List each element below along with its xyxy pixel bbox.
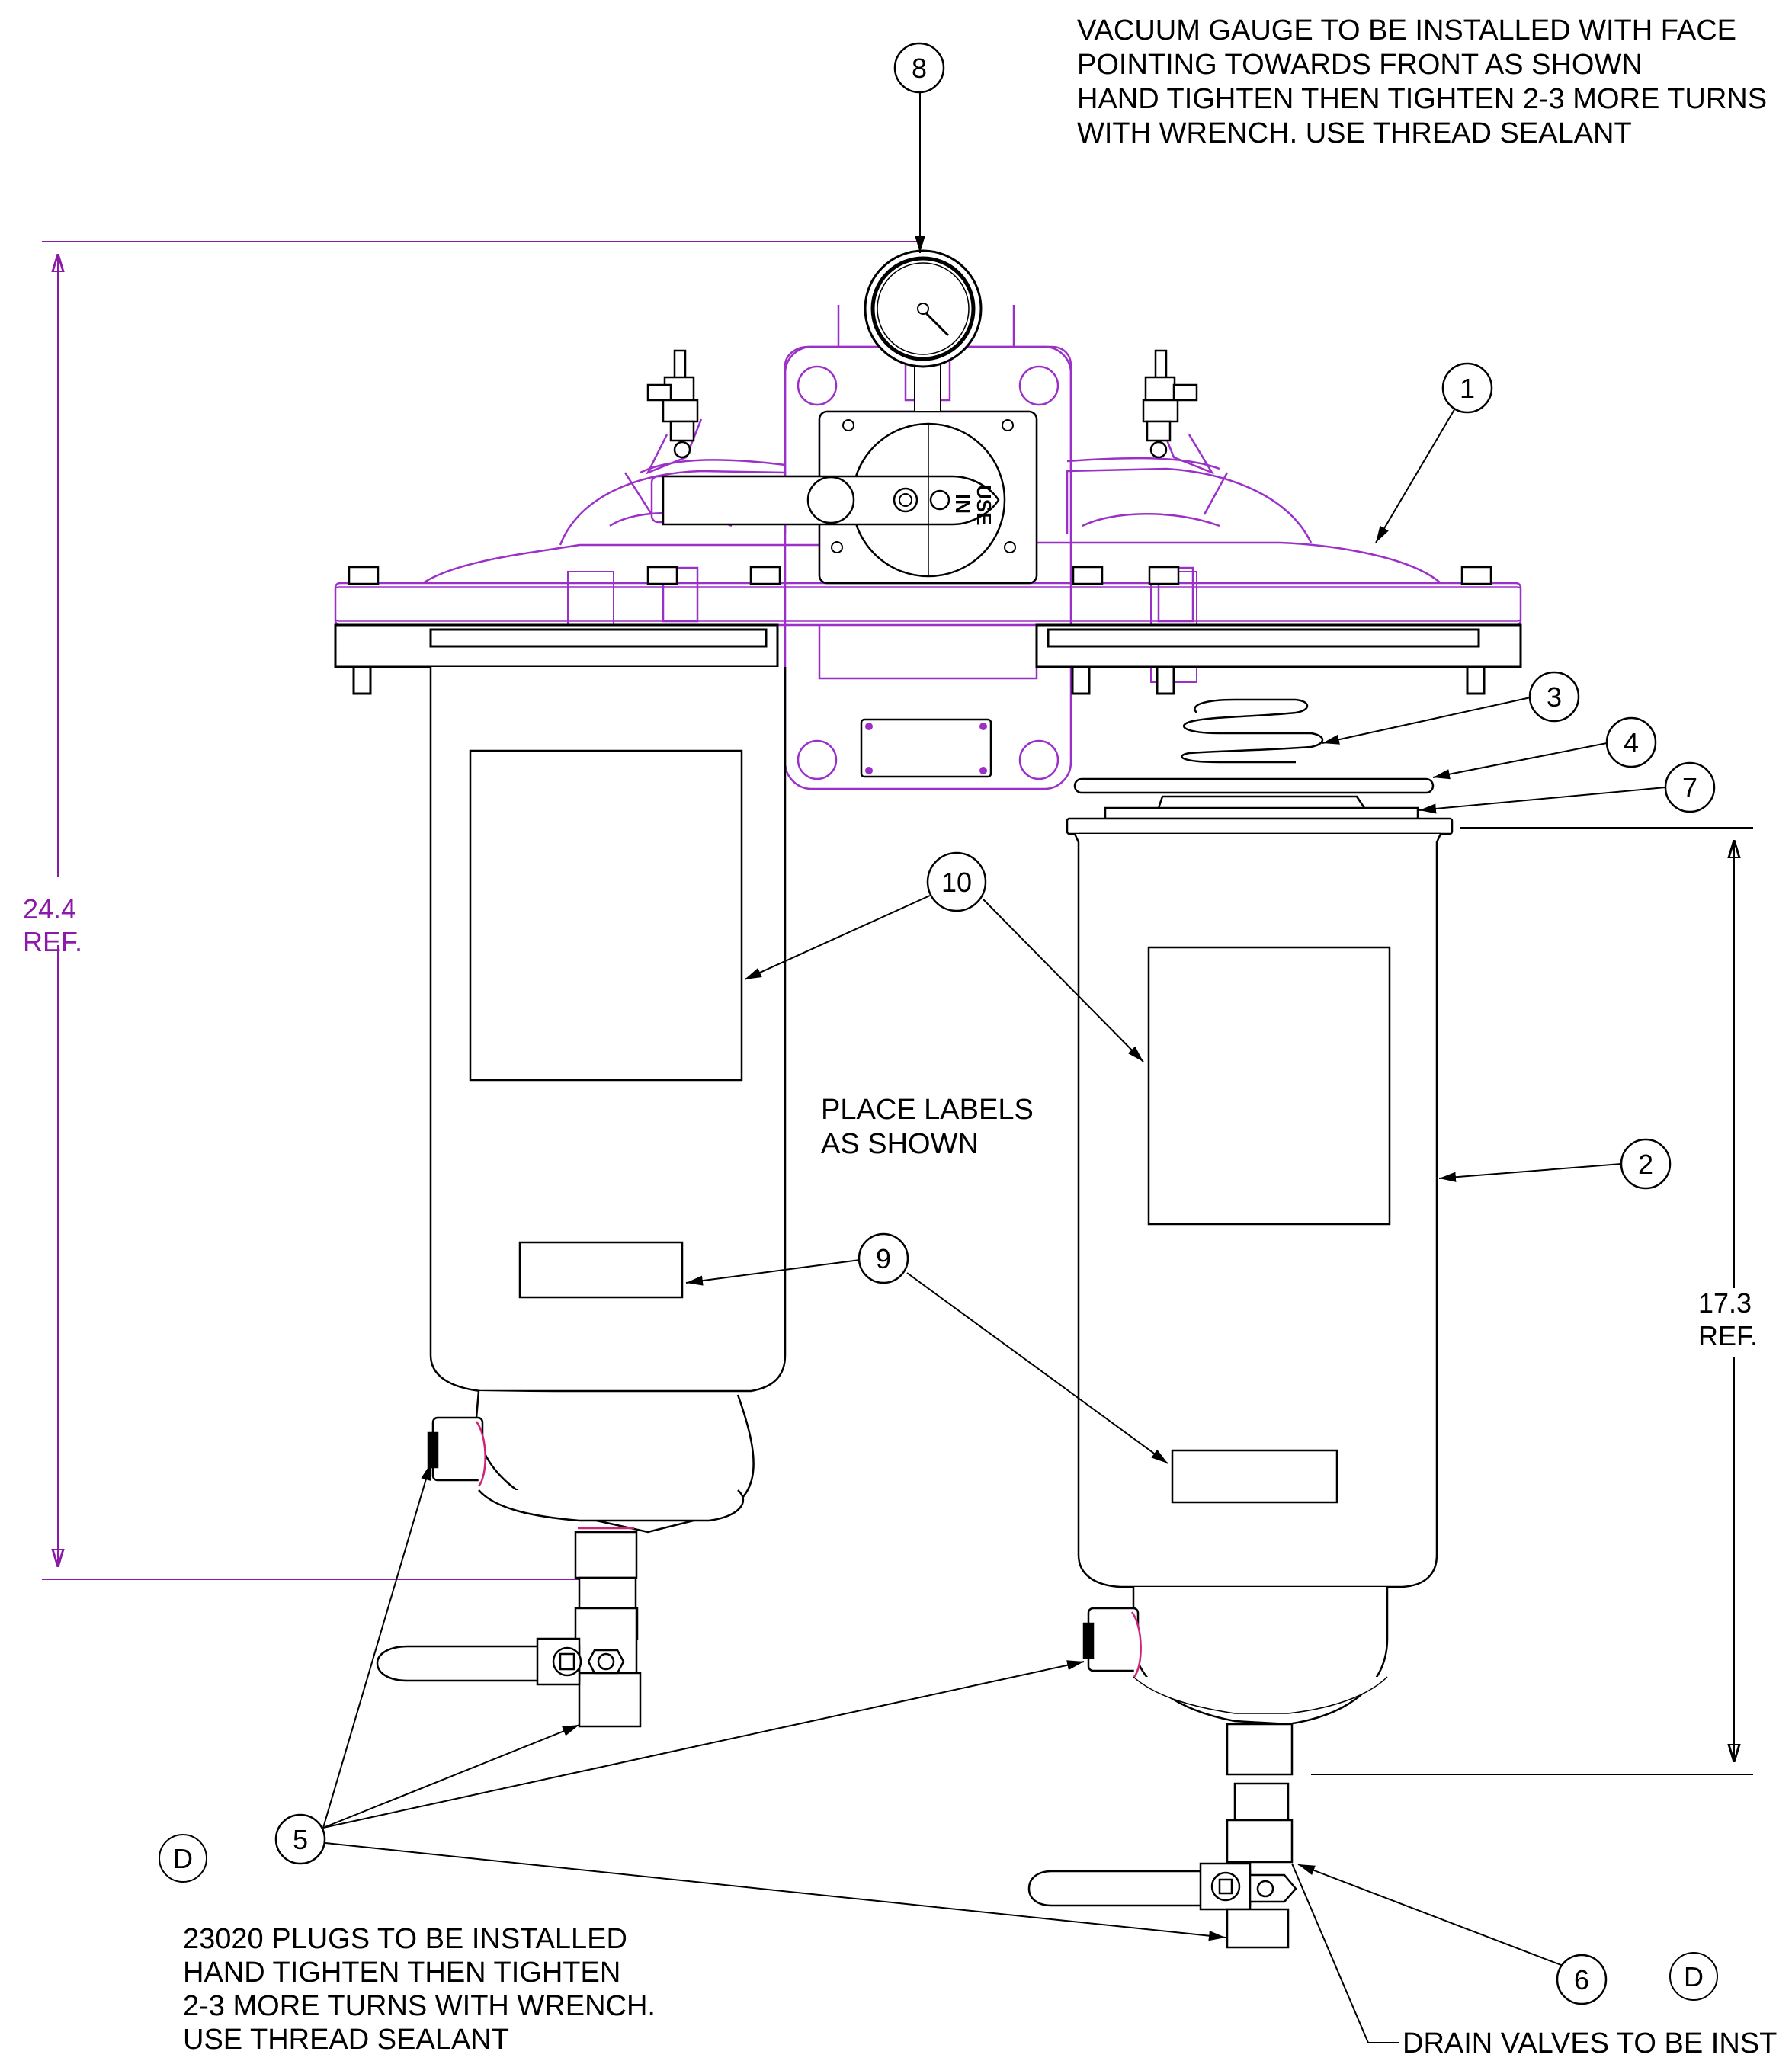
left-large-label [469, 749, 743, 1082]
dimension-value: 24.4 [23, 893, 76, 925]
dimension-suffix: REF. [1698, 1320, 1758, 1351]
balloon-5: 5 [274, 1813, 326, 1865]
selector-valve: USE IN [662, 410, 1038, 585]
note-line: 2-3 MORE TURNS WITH WRENCH. [183, 1990, 656, 2022]
left-small-label [518, 1241, 684, 1299]
section-marker-label: D [173, 1843, 193, 1874]
labels-note: PLACE LABELS AS SHOWN [821, 1094, 1034, 1160]
balloon-1: 1 [1441, 362, 1493, 414]
right-filter-element [1073, 833, 1442, 1776]
leader-lines [322, 91, 1666, 1966]
note-line: DRAIN VALVES TO BE INST [1403, 2027, 1777, 2059]
vacuum-gauge [864, 249, 983, 412]
bleed-screw-left [646, 349, 699, 459]
section-marker-d-left: D [159, 1834, 207, 1883]
element-top [1066, 795, 1454, 835]
section-marker-label: D [1684, 1961, 1704, 1992]
left-drain-valve [376, 1637, 625, 1686]
right-small-label [1171, 1449, 1338, 1504]
valve-label: IN [951, 494, 974, 514]
balloon-number: 2 [1638, 1149, 1653, 1180]
plugs-note: 23020 PLUGS TO BE INSTALLED HAND TIGHTEN… [183, 1923, 656, 2056]
dimension-suffix: REF. [23, 926, 82, 957]
left-filter-bowl [427, 667, 787, 1728]
note-line: VACUUM GAUGE TO BE INSTALLED WITH FACE [1077, 14, 1736, 46]
element-height-dimension: 17.3 REF. [1311, 827, 1758, 1775]
balloon-number: 4 [1624, 727, 1639, 758]
seal-ring [1073, 777, 1435, 794]
note-line: 23020 PLUGS TO BE INSTALLED [183, 1923, 627, 1955]
overall-height-dimension: 24.4 REF. [23, 241, 922, 1580]
balloon-number: 6 [1574, 1964, 1589, 1995]
balloon-9: 9 [858, 1232, 909, 1284]
balloon-8: 8 [893, 42, 945, 94]
note-line: HAND TIGHTEN THEN TIGHTEN 2-3 MORE TURNS [1077, 83, 1767, 115]
head-bolts [348, 566, 1492, 585]
note-line: WITH WRENCH. USE THREAD SEALANT [1077, 117, 1632, 149]
head-nameplate [860, 718, 992, 778]
right-drain-valve [1027, 1782, 1297, 1949]
spring [1181, 698, 1324, 764]
balloon-6: 6 [1556, 1954, 1608, 2005]
note-line: POINTING TOWARDS FRONT AS SHOWN [1077, 49, 1643, 81]
bleed-screw-right [1142, 349, 1198, 459]
note-line: HAND TIGHTEN THEN TIGHTEN [183, 1957, 620, 1989]
balloon-number: 8 [912, 53, 927, 84]
balloon-number: 10 [941, 867, 972, 898]
balloon-3: 3 [1528, 671, 1580, 723]
valve-label: USE [973, 485, 995, 525]
note-line: AS SHOWN [821, 1128, 979, 1160]
drain-valve-note: DRAIN VALVES TO BE INST [1291, 1863, 1777, 2059]
balloon-10: 10 [926, 851, 987, 912]
dimension-value: 17.3 [1698, 1287, 1752, 1319]
balloon-number: 5 [293, 1824, 308, 1855]
balloon-number: 9 [876, 1243, 891, 1274]
balloon-number: 1 [1460, 373, 1475, 404]
right-large-label [1147, 946, 1391, 1226]
head-base [334, 623, 1522, 695]
balloon-number: 3 [1547, 681, 1562, 713]
balloon-2: 2 [1620, 1138, 1672, 1190]
note-line: USE THREAD SEALANT [183, 2024, 509, 2056]
balloon-number: 7 [1682, 772, 1697, 803]
balloon-4: 4 [1605, 716, 1657, 768]
balloon-7: 7 [1664, 761, 1716, 813]
vacuum-gauge-note: VACUUM GAUGE TO BE INSTALLED WITH FACE P… [1077, 14, 1767, 149]
section-marker-d-right: D [1669, 1952, 1718, 2001]
note-line: PLACE LABELS [821, 1094, 1034, 1126]
